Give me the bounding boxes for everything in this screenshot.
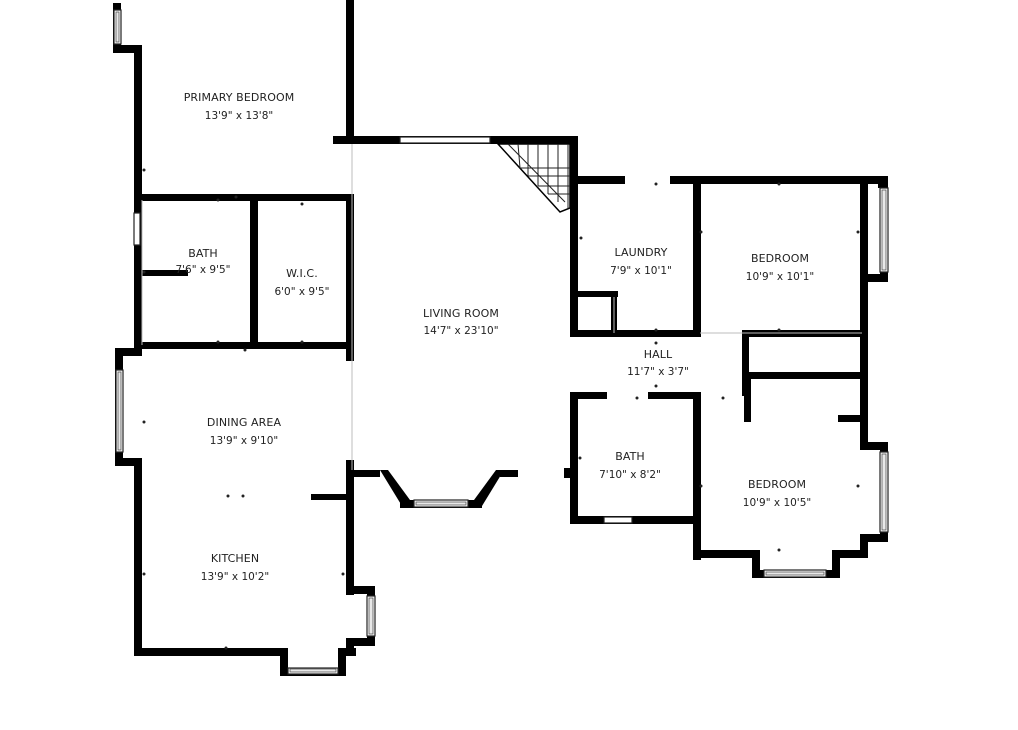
wall (348, 638, 375, 646)
wall (134, 648, 288, 656)
room-dimensions: 10'9" x 10'5" (743, 497, 811, 509)
stairs (496, 143, 571, 213)
room-name: BEDROOM (748, 478, 806, 491)
room-name: LIVING ROOM (423, 307, 499, 320)
wall (570, 392, 607, 399)
wall (742, 330, 749, 396)
wall (134, 342, 354, 349)
room-kitchen: KITCHEN 13'9" x 10'2" (201, 552, 269, 583)
room-dimensions: 13'9" x 10'2" (201, 571, 269, 583)
window (117, 371, 122, 451)
wall (838, 415, 868, 422)
window (603, 516, 633, 524)
wall (346, 0, 354, 144)
wall (752, 550, 760, 578)
room-bedroom-1: BEDROOM 10'9" x 10'1" (746, 252, 814, 283)
room-dimensions: 13'9" x 9'10" (210, 435, 278, 447)
wall (570, 136, 578, 336)
window (115, 11, 120, 43)
window (881, 189, 887, 271)
room-bedroom-2: BEDROOM 10'9" x 10'5" (743, 478, 811, 509)
wall (564, 468, 572, 478)
wall (860, 442, 888, 450)
wall (693, 392, 701, 560)
room-name: W.I.C. (286, 267, 318, 280)
wall (348, 586, 375, 594)
wall (670, 176, 888, 184)
wall (860, 534, 868, 556)
wall (500, 470, 518, 477)
room-bath-2: BATH 7'10" x 8'2" (599, 450, 661, 481)
room-hall: HALL 11'7" x 3'7" (627, 348, 689, 378)
room-name: LAUNDRY (614, 246, 667, 259)
bay-window (380, 470, 504, 506)
window (368, 597, 374, 635)
wall (570, 330, 700, 337)
window (765, 571, 825, 576)
window (881, 453, 887, 531)
wall (134, 458, 142, 656)
wall (346, 460, 354, 595)
room-primary-bedroom: PRIMARY BEDROOM 13'9" x 13'8" (184, 91, 295, 122)
room-dimensions: 11'7" x 3'7" (627, 366, 689, 378)
wall (570, 176, 625, 184)
room-dimensions: 7'10" x 8'2" (599, 469, 661, 481)
room-labels: PRIMARY BEDROOM 13'9" x 13'8" BATH 7'6" … (175, 91, 814, 583)
wall (570, 291, 618, 297)
room-dimensions: 14'7" x 23'10" (423, 325, 498, 337)
room-name: HALL (644, 348, 673, 361)
wall (113, 45, 141, 53)
room-dimensions: 13'9" x 13'8" (205, 110, 273, 122)
wall (860, 274, 888, 282)
wall (832, 550, 868, 558)
wall (346, 195, 354, 361)
wall (115, 348, 142, 356)
room-dimensions: 6'0" x 9'5" (274, 286, 329, 298)
wall (140, 270, 188, 276)
wall (333, 136, 354, 144)
wall (832, 550, 840, 578)
window (415, 501, 467, 506)
dimension-markers (142, 168, 860, 650)
wall (311, 494, 351, 500)
room-dimensions: 7'9" x 10'1" (610, 265, 672, 277)
room-laundry: LAUNDRY 7'9" x 10'1" (610, 246, 672, 277)
openings (141, 144, 862, 470)
room-dining-area: DINING AREA 13'9" x 9'10" (207, 416, 282, 447)
room-living-room: LIVING ROOM 14'7" x 23'10" (423, 307, 499, 337)
wall (134, 194, 354, 201)
wall (693, 550, 753, 558)
room-name: BATH (615, 450, 645, 463)
wall (115, 458, 142, 466)
wall (648, 392, 700, 399)
windows (113, 9, 889, 675)
wall (744, 372, 751, 422)
wall (860, 534, 888, 542)
wall (338, 648, 346, 676)
wall (346, 638, 354, 656)
room-name: BEDROOM (751, 252, 809, 265)
window (399, 136, 491, 144)
wall (860, 274, 868, 449)
wall (354, 470, 380, 477)
wall (860, 176, 868, 336)
room-dimensions: 10'9" x 10'1" (746, 271, 814, 283)
wall (742, 372, 868, 379)
wall (570, 392, 578, 524)
window (133, 212, 141, 246)
wall (693, 176, 701, 337)
room-name: BATH (188, 247, 218, 260)
wall (570, 516, 700, 524)
room-bath-1: BATH 7'6" x 9'5" (175, 247, 230, 276)
room-name: PRIMARY BEDROOM (184, 91, 295, 104)
room-name: DINING AREA (207, 416, 282, 429)
wall (250, 194, 258, 344)
room-dimensions: 7'6" x 9'5" (175, 264, 230, 276)
wall (280, 648, 288, 676)
room-wic: W.I.C. 6'0" x 9'5" (274, 267, 329, 298)
window (289, 668, 337, 673)
room-name: KITCHEN (211, 552, 259, 565)
